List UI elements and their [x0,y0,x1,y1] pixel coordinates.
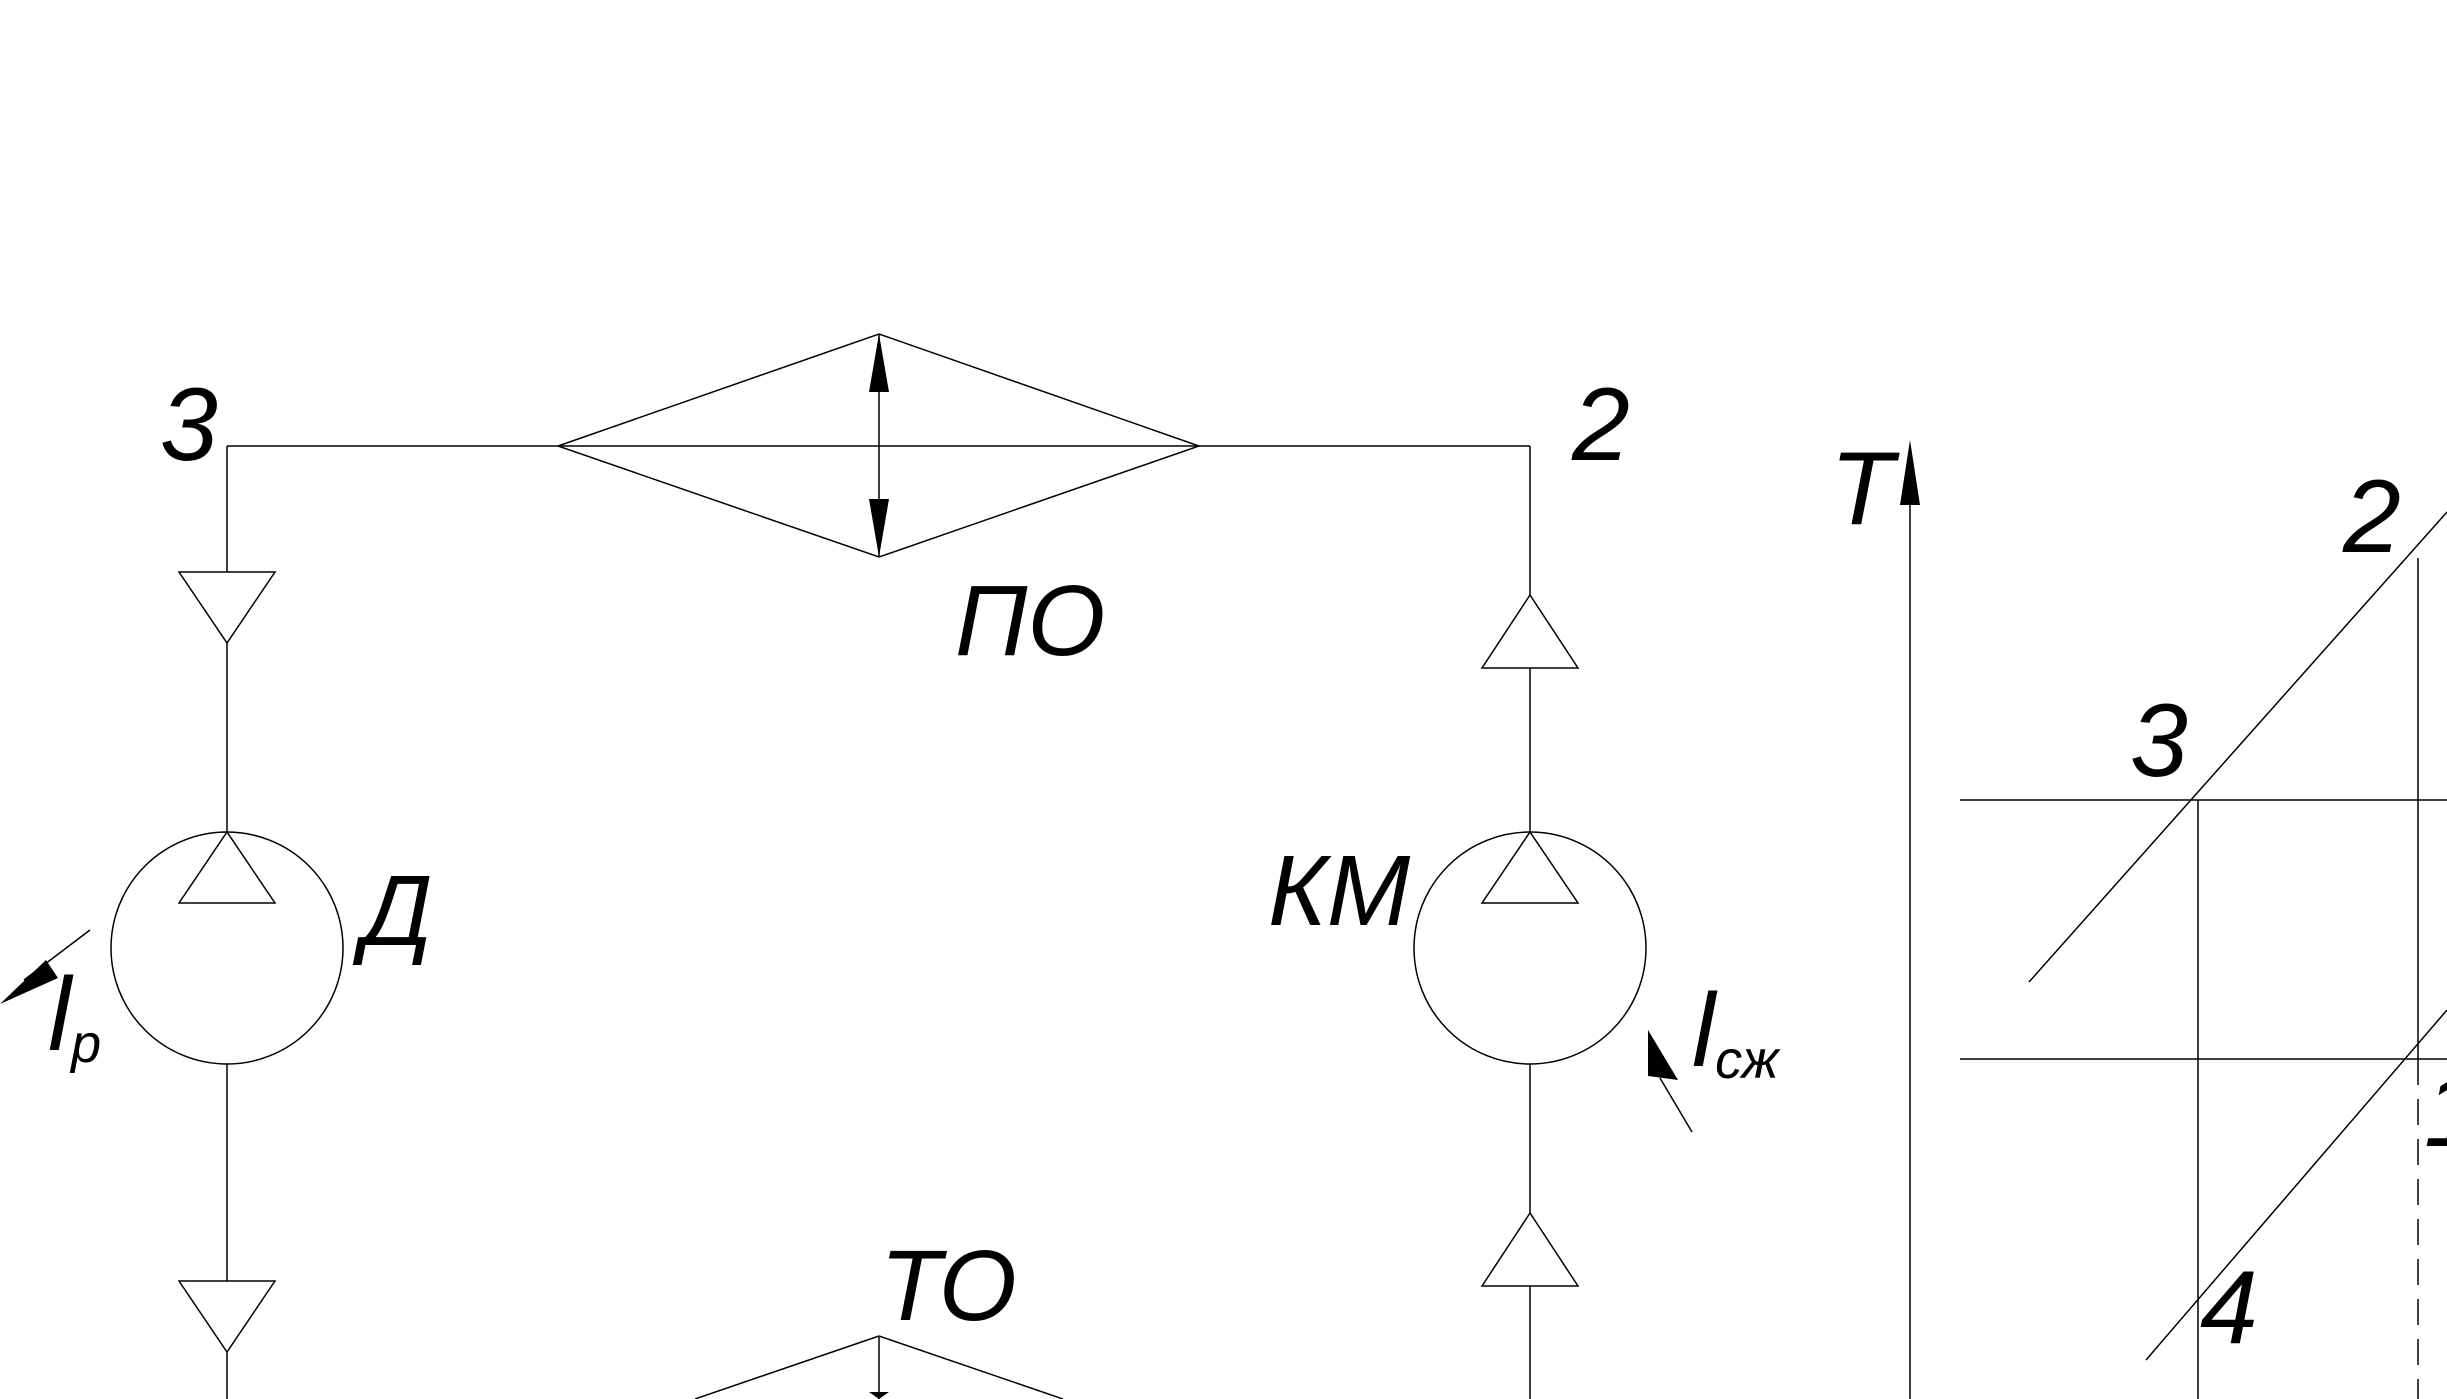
evaporator-label: ТО [880,1230,1017,1342]
compressor-label: КМ [1268,835,1411,947]
node-3-label: 3 [160,367,218,483]
condenser-label: ПО [955,565,1105,677]
process-line-upper [2028,511,2447,983]
throttle-direction-icon [177,830,277,904]
process-line-lower [2145,1009,2447,1361]
evaporator-symbol [694,1335,1064,1399]
point-2-label: 2 [2342,459,2401,575]
throttle-label: Д [352,855,432,967]
flow-arrow-down-icon [177,571,277,645]
t-axis-label: T [1830,431,1900,547]
point-4-label: 4 [2200,1250,2258,1366]
compressor-direction-icon [1480,830,1580,904]
heat-arrow-up-icon [869,334,889,392]
schematic-circuit: 3 2 ПО ТО Д КМ lр lсж [0,333,1782,1399]
point-3-label: 3 [2130,683,2188,799]
compressor-work-label: lсж [1692,973,1782,1090]
throttle-work-arrow-icon [0,960,58,1004]
throttle-work-label: lр [48,957,101,1074]
ts-diagram: T 2 3 1 4 [1830,431,2447,1399]
compressor-work-arrow-icon [1648,1030,1678,1080]
t-axis-arrow-icon [1900,440,1920,505]
heat-arrow-down-icon [869,499,889,557]
flow-arrow-up-icon [1480,593,1580,669]
node-2-label: 2 [1571,367,1630,483]
flow-arrow-up-icon [1480,1211,1580,1287]
point-1-label: 1 [2424,1053,2447,1169]
flow-arrow-down-icon [177,1280,277,1354]
throttle-symbol [110,830,344,1065]
condenser-symbol [555,333,1202,558]
compressor-symbol [1413,830,1647,1065]
